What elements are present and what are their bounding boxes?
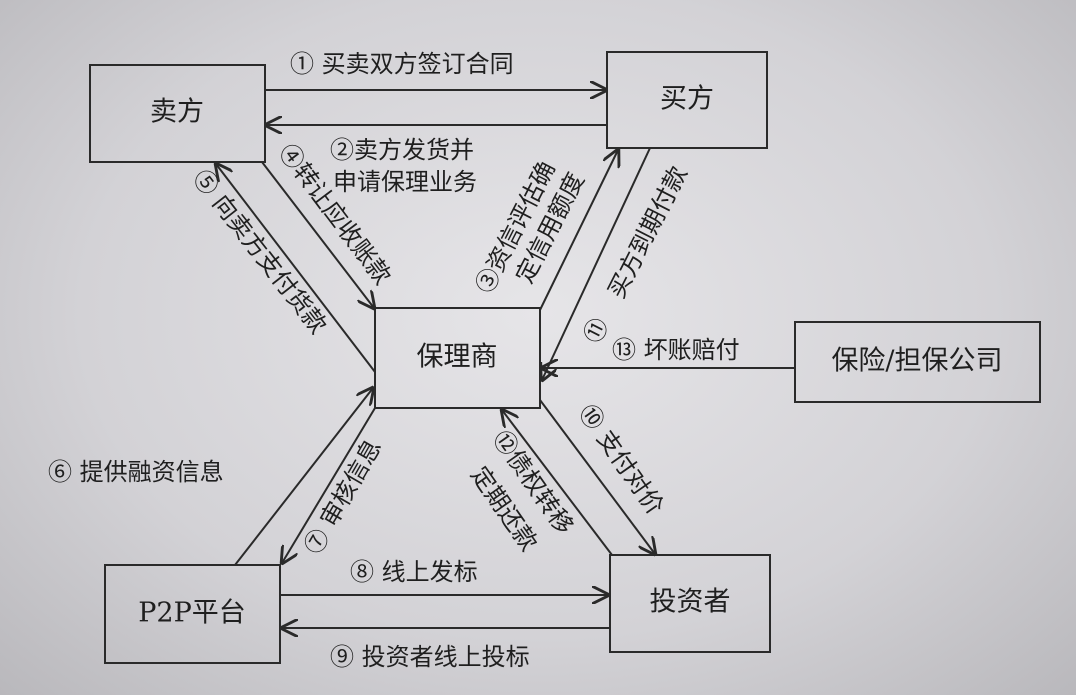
label-step-6: ⑥ 提供融资信息: [48, 458, 224, 486]
node-insurer: 保险/担保公司: [794, 321, 1041, 403]
label-step-2a: ②卖方发货并: [330, 136, 474, 164]
arrow-10: [539, 399, 655, 554]
node-label: 买方: [660, 84, 714, 115]
node-seller: 卖方: [89, 64, 266, 163]
label-step-13: ⑬ 坏账赔付: [612, 336, 740, 364]
label-step-11: ⑪: [578, 314, 614, 348]
label-step-8: ⑧ 线上发标: [350, 558, 478, 586]
label-step-1: ① 买卖双方签订合同: [290, 50, 514, 78]
node-buyer: 买方: [606, 51, 768, 149]
label-step-2b: 申请保理业务: [333, 168, 477, 196]
node-label: 保险/担保公司: [831, 346, 1002, 377]
arrow-5: [216, 164, 376, 373]
arrow-6: [234, 388, 373, 566]
arrow-3: [539, 150, 618, 311]
arrow-12: [502, 410, 613, 556]
arrow-11: [542, 147, 651, 380]
label-step-9: ⑨ 投资者线上投标: [330, 643, 530, 671]
node-label: 保理商: [417, 342, 498, 373]
node-investor: 投资者: [609, 554, 771, 653]
node-label: 卖方: [150, 97, 204, 128]
node-factor: 保理商: [374, 307, 541, 409]
node-label: P2P平台: [138, 598, 246, 629]
label-step-7: ⑦ 审核信息: [299, 434, 387, 559]
label-step-11-text: 买方到期付款: [602, 162, 692, 303]
node-p2p: P2P平台: [104, 564, 281, 664]
arrow-7: [282, 407, 376, 563]
label-step-10: ⑩ 支付对价: [573, 399, 669, 520]
node-label: 投资者: [650, 587, 731, 618]
arrow-4: [261, 161, 374, 308]
